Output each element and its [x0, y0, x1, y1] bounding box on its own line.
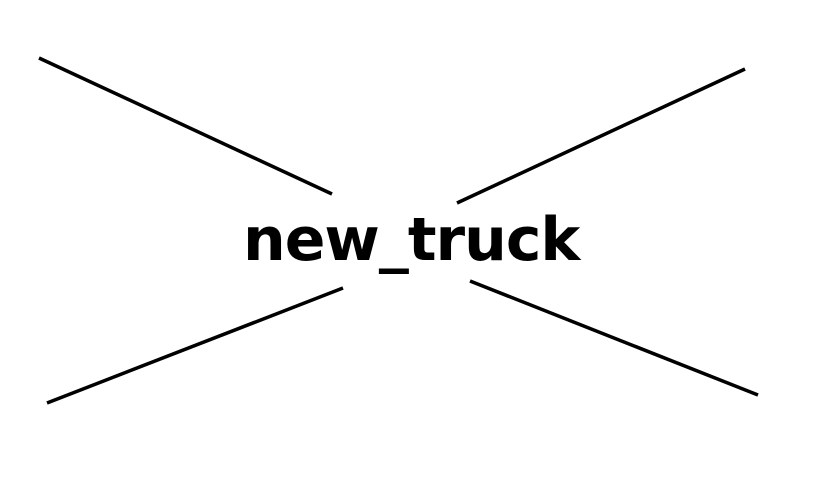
- line-top-left: [38, 56, 333, 196]
- line-bottom-left: [46, 286, 344, 405]
- line-top-right: [456, 67, 746, 205]
- line-bottom-right: [469, 279, 759, 397]
- center-label: new_truck: [243, 205, 580, 275]
